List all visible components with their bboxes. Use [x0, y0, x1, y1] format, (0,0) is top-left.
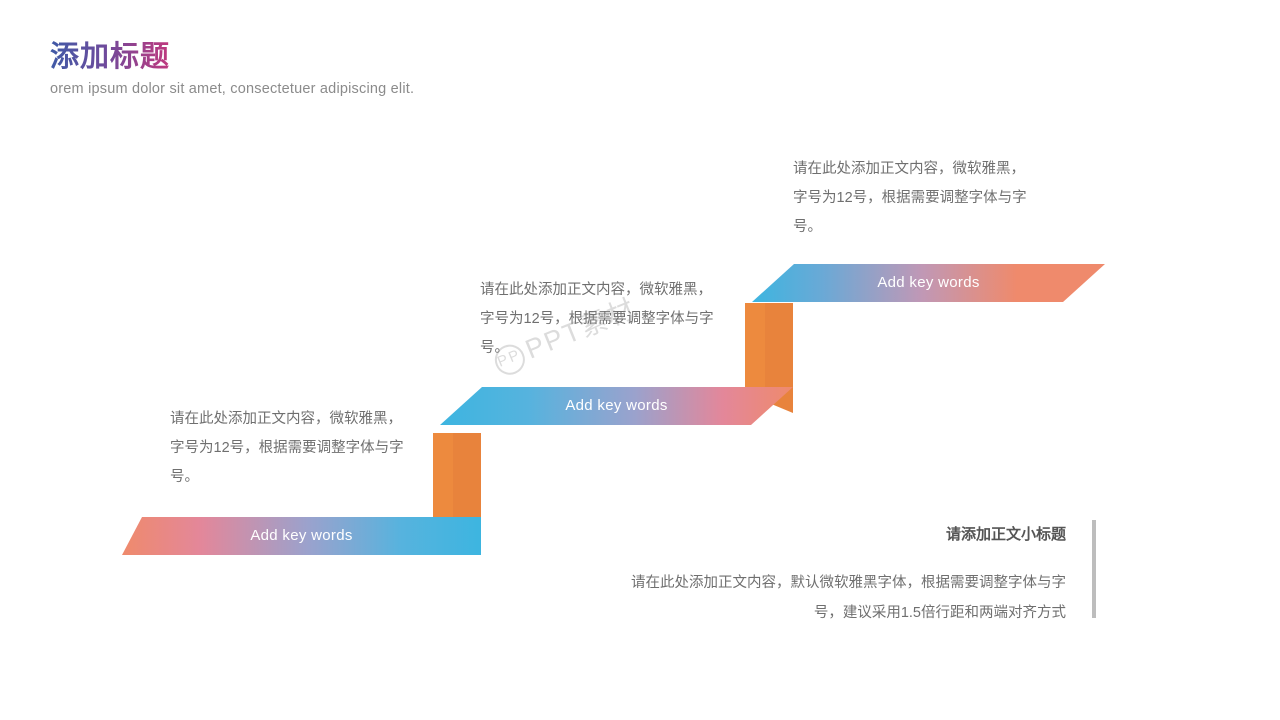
step-1-bar: Add key words — [122, 517, 481, 555]
note-title: 请添加正文小标题 — [945, 526, 1066, 543]
step-3-description: 请在此处添加正文内容，微软雅黑，字号为12号，根据需要调整字体与字号。 — [793, 161, 1027, 235]
step-2-bar: Add key words — [440, 387, 793, 425]
step-1-riser-shade — [433, 433, 481, 543]
step-2-description: 请在此处添加正文内容，微软雅黑，字号为12号，根据需要调整字体与字号。 — [480, 282, 714, 356]
riser-bevel-icon — [745, 303, 793, 413]
step-3-bar: Add key words — [752, 264, 1105, 302]
note-accent-rule — [1092, 520, 1096, 618]
step-3-bar-shape-icon — [752, 264, 1105, 302]
step-2-riser — [745, 303, 793, 413]
page-title: 添加标题 — [50, 33, 170, 75]
step-2-bar-shape-icon — [440, 387, 793, 425]
step-2-key-words: Add key words — [565, 397, 668, 414]
step-3-key-words: Add key words — [877, 274, 980, 291]
page-subtitle: orem ipsum dolor sit amet, consectetuer … — [50, 81, 415, 97]
step-1-bar-shape-icon — [122, 517, 481, 555]
note-body: 请在此处添加正文内容，默认微软雅黑字体，根据需要调整字体与字号，建议采用1.5倍… — [631, 575, 1066, 621]
step-1-key-words: Add key words — [250, 527, 353, 544]
step-1-description: 请在此处添加正文内容，微软雅黑，字号为12号，根据需要调整字体与字号。 — [170, 411, 404, 485]
riser-bevel-icon — [433, 433, 481, 543]
